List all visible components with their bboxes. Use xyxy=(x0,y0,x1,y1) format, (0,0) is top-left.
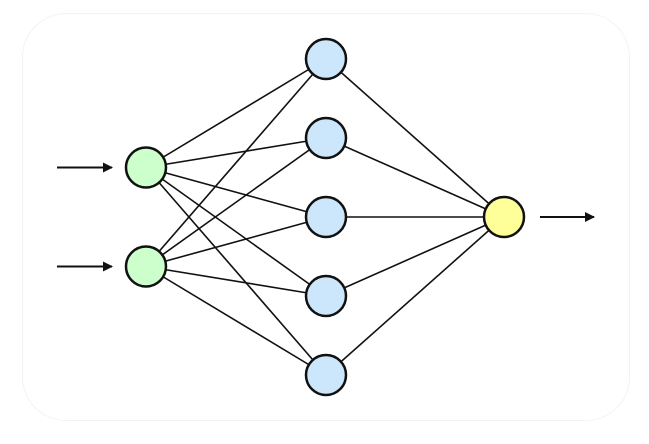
connection-edge xyxy=(145,137,327,268)
connection-edge xyxy=(145,166,327,376)
connection-edge xyxy=(145,216,327,268)
connection-edge xyxy=(325,216,505,297)
connection-edge xyxy=(145,265,327,297)
output-node xyxy=(482,195,526,239)
hidden-node xyxy=(304,116,348,160)
connection-edge xyxy=(145,166,327,218)
hidden-node xyxy=(304,353,348,397)
connection-edge xyxy=(145,166,327,297)
connection-edge xyxy=(145,265,327,376)
input-node xyxy=(124,245,168,288)
connection-edge xyxy=(325,58,505,218)
input-node xyxy=(124,146,168,189)
connection-edge xyxy=(325,216,505,376)
hidden-node xyxy=(304,37,348,81)
connection-edge xyxy=(145,137,327,169)
connection-edge xyxy=(145,58,327,169)
connection-edge xyxy=(325,137,505,218)
hidden-node xyxy=(304,195,348,239)
hidden-node xyxy=(304,274,348,318)
connection-edge xyxy=(145,58,327,268)
